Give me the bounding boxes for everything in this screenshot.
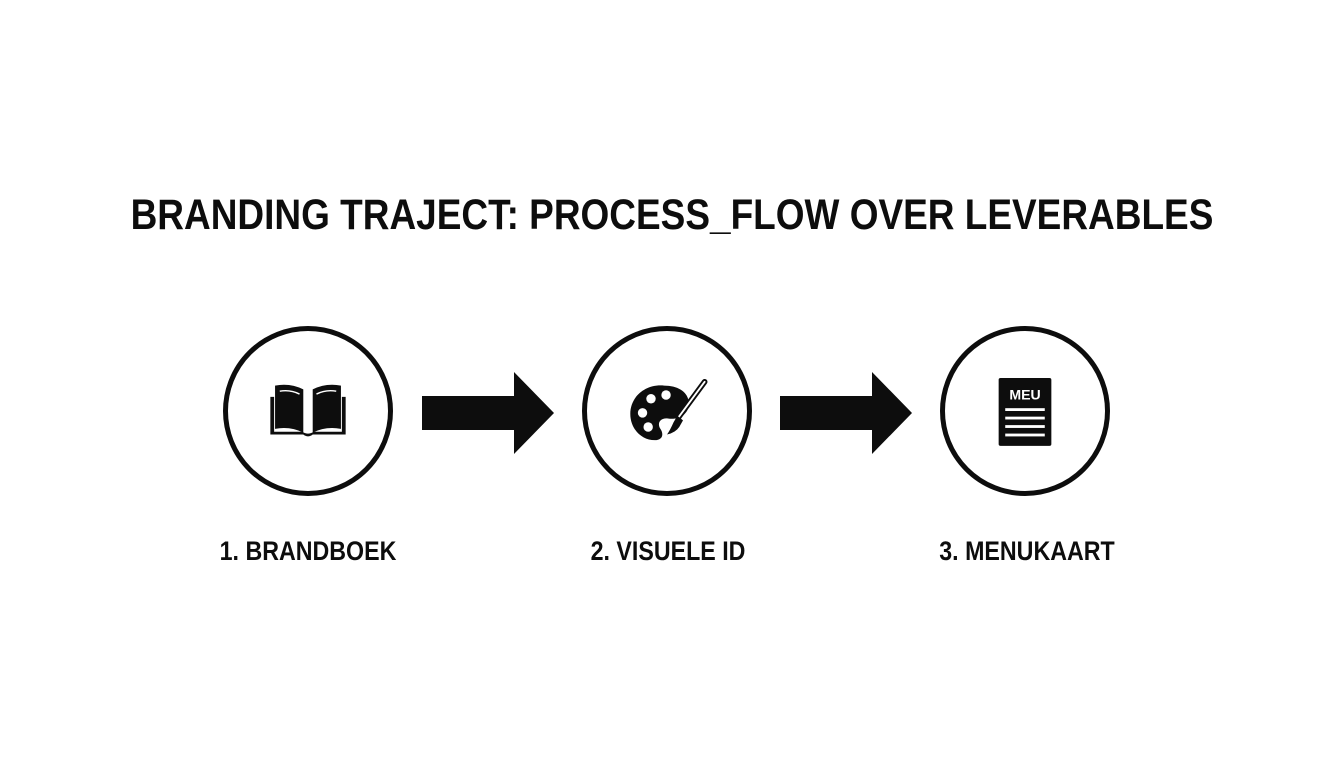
step-label-brandboek: 1. BRANDBOEK bbox=[219, 536, 397, 566]
open-book-icon bbox=[270, 384, 346, 437]
menu-card-icon: MEU bbox=[998, 378, 1052, 446]
palette-brush-icon bbox=[630, 379, 708, 441]
step-label-visuele-id: 2. VISUELE ID bbox=[590, 536, 746, 566]
step-2-circle bbox=[582, 326, 752, 496]
menu-card-text: MEU bbox=[1009, 387, 1040, 403]
flow-arrow-1 bbox=[422, 372, 554, 454]
diagram-title: BRANDING TRAJECT: PROCESS_FLOW OVER LEVE… bbox=[130, 191, 1214, 239]
right-arrow-icon bbox=[780, 372, 912, 454]
flow-arrow-2 bbox=[780, 372, 912, 454]
right-arrow-icon bbox=[422, 372, 554, 454]
step-1-circle bbox=[223, 326, 393, 496]
step-label-menukaart: 3. MENUKAART bbox=[939, 536, 1115, 566]
step-3-circle: MEU bbox=[940, 326, 1110, 496]
